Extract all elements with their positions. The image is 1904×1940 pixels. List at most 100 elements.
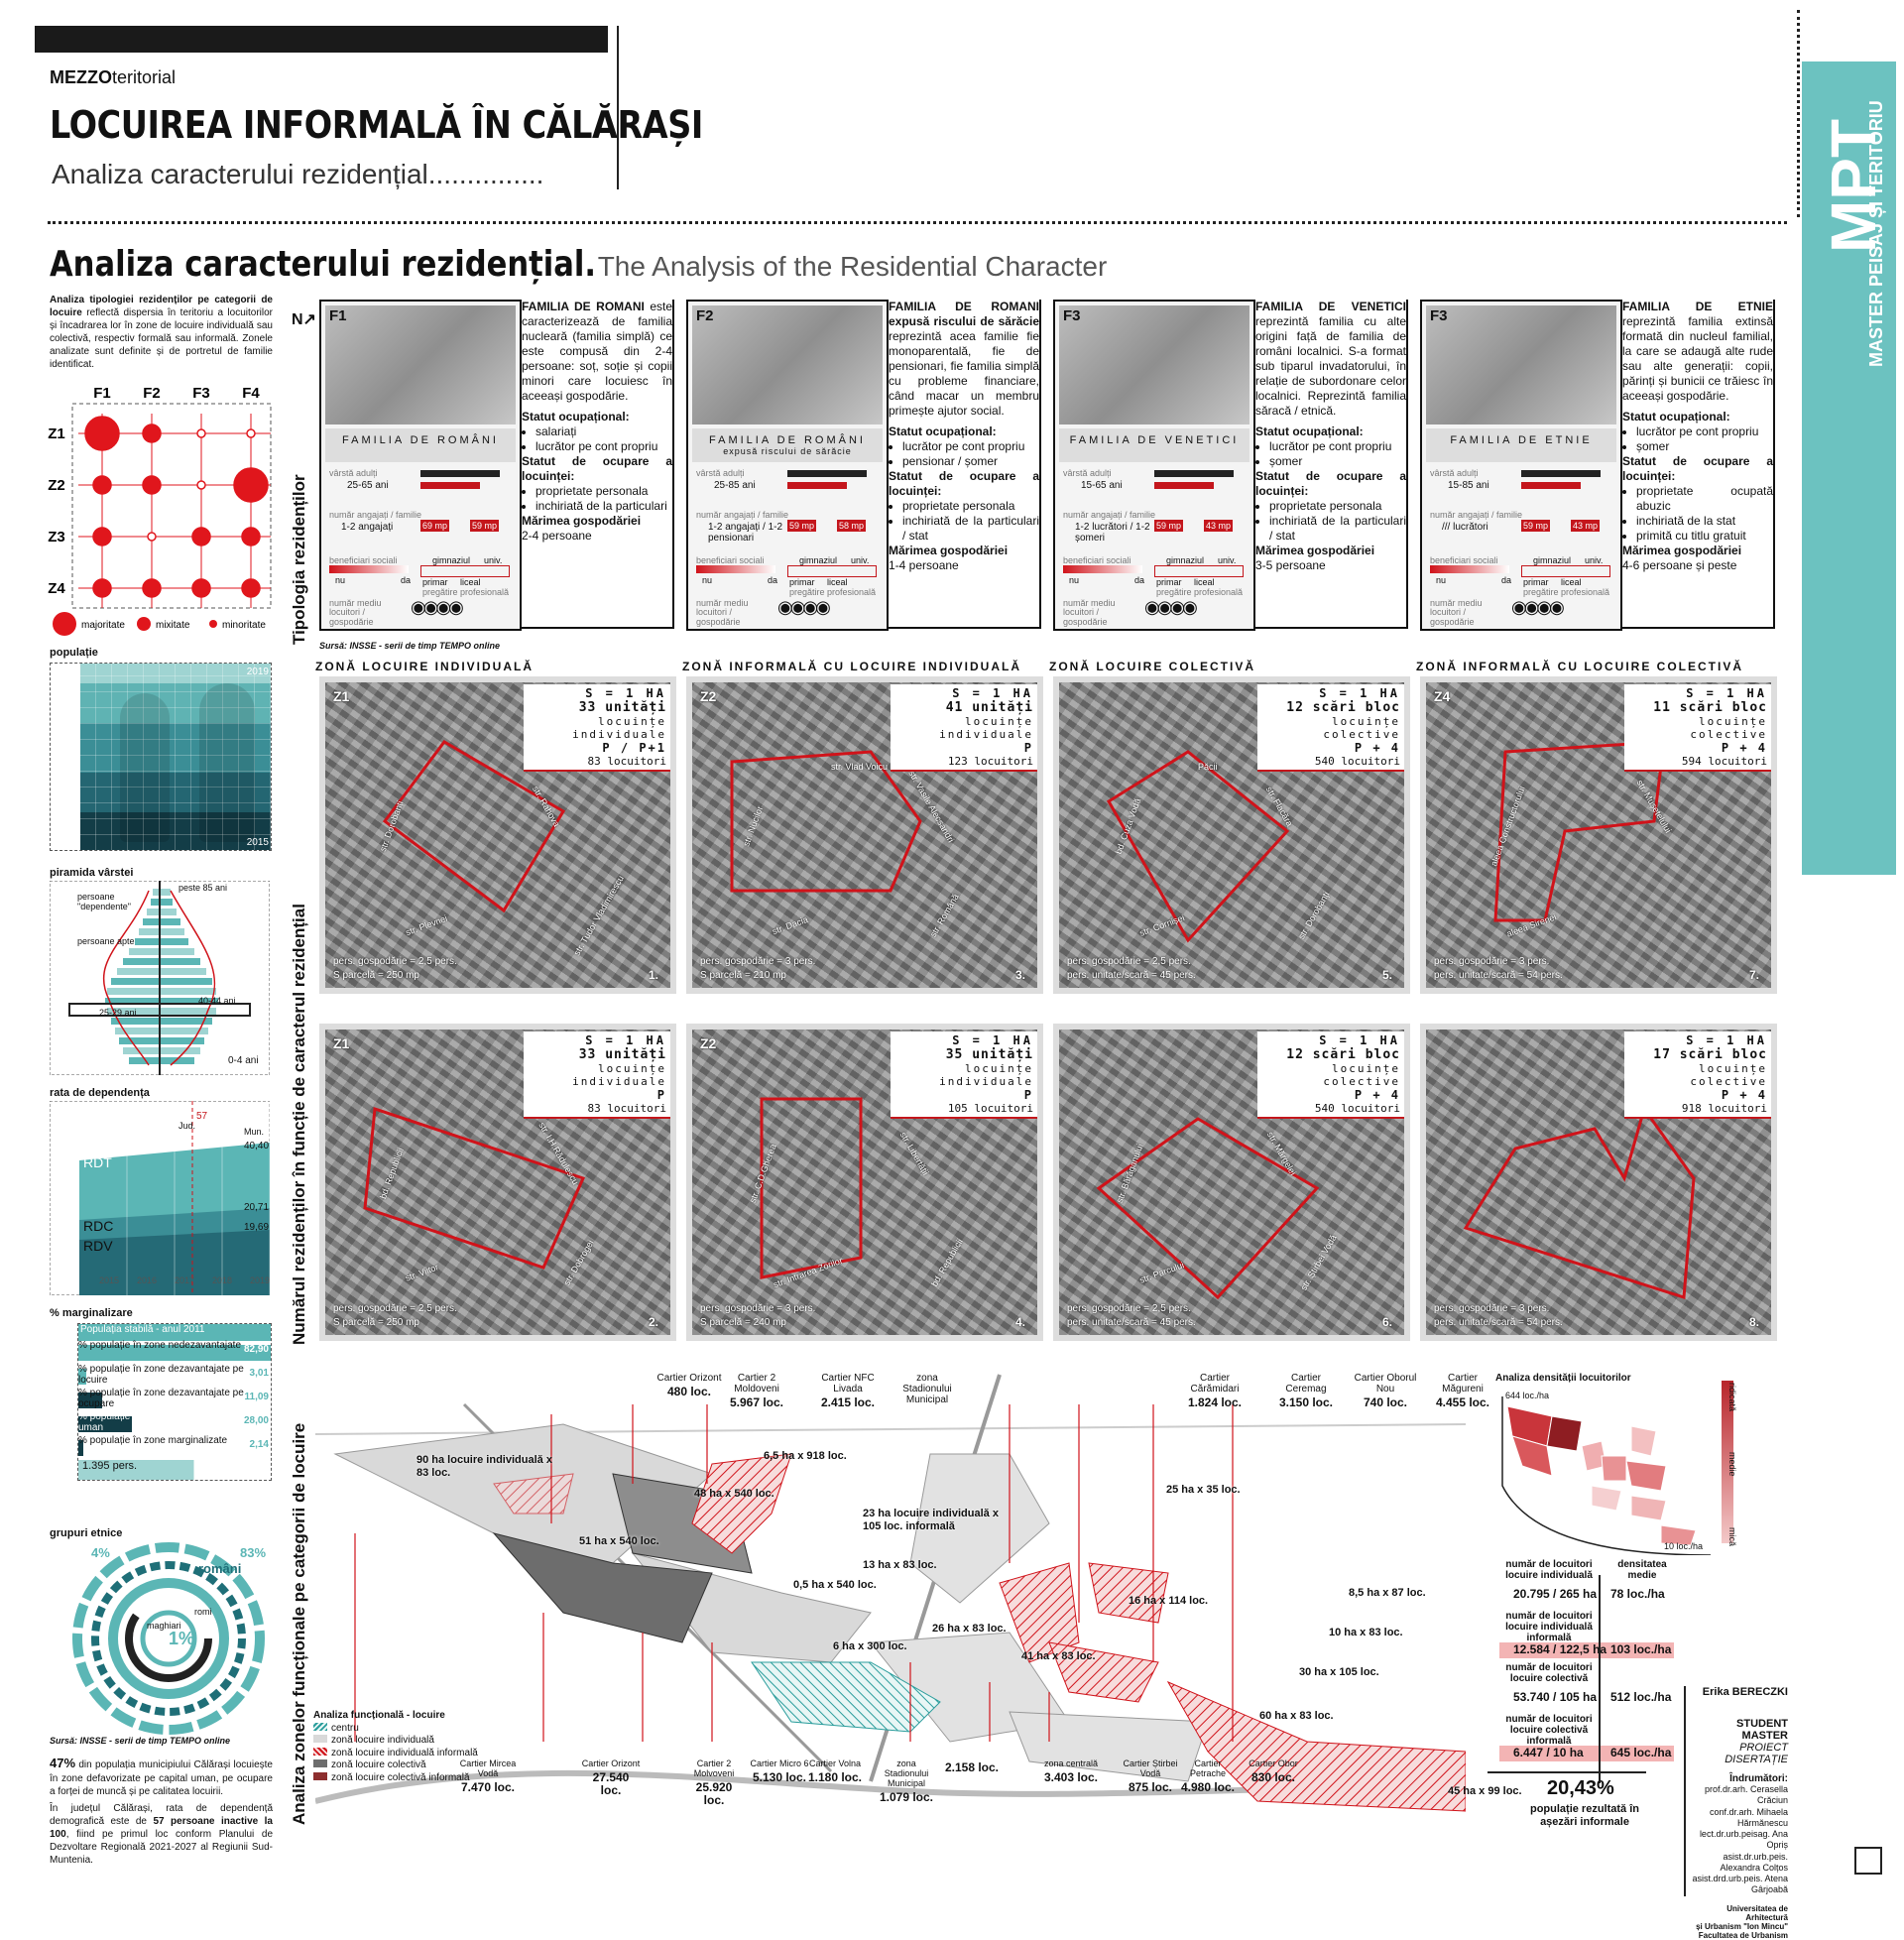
density-row-dens: 103 loc./ha (1610, 1643, 1671, 1656)
map-label-val: 480 loc. (654, 1386, 724, 1398)
matrix-row-label: Z1 (48, 425, 65, 442)
dependency-year: 2015 (99, 1275, 119, 1285)
dependency-marker: 57 (196, 1111, 207, 1122)
dotted-divider-vertical (1797, 10, 1800, 217)
pyramid-bar-left (143, 918, 159, 925)
credits-role: STUDENT MASTER (1691, 1718, 1788, 1742)
benefits-gradient (696, 565, 775, 573)
family-size: 1-4 persoane (889, 558, 1039, 573)
density-row: număr de locuitori locuire individuală i… (1499, 1611, 1678, 1643)
density-map (1492, 1387, 1750, 1555)
density-region (1547, 1416, 1582, 1451)
sidebar-source: Sursă: INSSE - serii de timp TEMPO onlin… (50, 1736, 230, 1746)
family-profile-panel: F2 FAMILIA DE ROMÂNI expusă riscului de … (686, 300, 889, 631)
population-chart: 2019 2015 (50, 663, 272, 851)
density-row-val: 12.584 / 122,5 ha (1513, 1643, 1606, 1656)
dotted-divider (48, 221, 1787, 224)
density-row-dens: 512 loc./ha (1610, 1691, 1671, 1704)
family-edu-1: gimnaziul (1533, 555, 1571, 565)
map-label-name: Cartier Ceremag (1271, 1373, 1341, 1394)
zone-num: 1. (649, 968, 658, 982)
credits-uni-line: Universitatea de Arhitectură (1691, 1904, 1788, 1922)
zone-pers: pers. gospodărie = 2,5 pers. (1067, 1303, 1191, 1314)
dependency-tag-jud: Jud. (178, 1121, 195, 1131)
zone-type: locuințe colective (1628, 715, 1767, 741)
family-profile-panel: F3 FAMILIA DE ETNIE vârstă adulți 15-85 … (1420, 300, 1622, 631)
map-label-name: Cartier Știrbei Vodă (1121, 1759, 1180, 1779)
map-label-name: Cartier Petrache (1178, 1759, 1238, 1779)
map-label-name: Cartier NFC Livada (813, 1373, 883, 1394)
family-size-title: Mărimea gospodăriei (1255, 544, 1406, 558)
map-label-val: 830 loc. (1244, 1771, 1303, 1784)
zone-stats: S = 1 HA 33 unități locuințe individuale… (524, 684, 670, 772)
density-pct-label: populație rezultată în așezări informale (1515, 1803, 1654, 1828)
family-tenure-title: Statut de ocupare a locuinței: (889, 469, 1039, 499)
pyramid-title: piramida vârstei (50, 867, 133, 879)
row-label-residents: Numărul rezidenților în funcție de carac… (290, 904, 309, 1345)
zone-num: 7. (1749, 968, 1759, 982)
family-edu-4: liceal (1561, 577, 1582, 587)
zone-code: Z2 (700, 688, 716, 704)
family-size-title: Mărimea gospodăriei (522, 514, 672, 529)
map-area-label: 48 ha x 540 loc. (694, 1488, 774, 1501)
family-status-list: lucrător pe cont propriupensionar / șome… (889, 439, 1039, 469)
zone-head-3: ZONĂ LOCUIRE COLECTIVĂ (1049, 660, 1255, 673)
population-year-2015: 2015 (247, 837, 269, 848)
pyramid-bar-right (161, 968, 206, 975)
map-label-val: 25.920 loc. (684, 1781, 744, 1807)
family-tenure-list: proprietate personalainchiriată de la pa… (1255, 499, 1406, 544)
zone-area: S = 1 HA (894, 686, 1033, 700)
family-code: F3 (1063, 307, 1081, 324)
matrix-legend-dot (53, 612, 76, 636)
edu-bar (420, 565, 510, 577)
pyramid-bar-right (161, 928, 184, 935)
family-employed: 1-2 angajați (341, 522, 420, 533)
benefits-gradient (1430, 565, 1509, 573)
credits-coord-title: Îndrumători: (1691, 1773, 1788, 1784)
family-desc: reprezintă familia extinsă formată din n… (1622, 314, 1773, 403)
dependency-label-rdc: RDC (83, 1218, 113, 1234)
map-legend-title: Analiza funcțională - locuire (313, 1710, 478, 1723)
family-desc: reprezintă acea familie fie monoparental… (889, 329, 1039, 418)
family-status-list: lucrător pe cont propriușomer (1622, 424, 1773, 454)
zone-type: locuințe colective (1261, 1062, 1400, 1088)
section-title-bold: Analiza caracterului rezidențial. (50, 244, 596, 285)
zone-code: Z1 (333, 1035, 349, 1051)
family-nu: nu (1436, 575, 1446, 585)
side-band-label: MASTER PEISAJ ȘI TERITORIU (1866, 100, 1887, 367)
ethnic-label-romani: români (198, 1561, 241, 1576)
map-area-label: 6,5 ha x 918 loc. (764, 1450, 847, 1463)
family-edu-4: liceal (1194, 577, 1215, 587)
map-label-val: 1.079 loc. (877, 1791, 936, 1804)
map-label-val: 2.415 loc. (813, 1396, 883, 1409)
family-card: F3 FAMILIA DE VENETICI vârstă adulți 15-… (1053, 300, 1408, 637)
family-description: FAMILIA DE ROMANI este caracterizează de… (522, 300, 674, 629)
map-legend-item: centru (313, 1723, 478, 1736)
map-area-label: 90 ha locuire individuală x 83 loc. (416, 1454, 565, 1479)
family-status-item: șomer (1636, 439, 1773, 454)
zone-pers: pers. gospodărie = 3 pers. (1434, 956, 1549, 967)
family-card: F2 FAMILIA DE ROMÂNI expusă riscului de … (686, 300, 1041, 637)
zone-s2: pers. unitate/scară = 54 pers. (1434, 970, 1563, 981)
family-size-label: număr mediu locuitori / gospodărie (696, 599, 775, 627)
pyramid-bar-left (117, 968, 159, 975)
marginal-row: % populație în zone dezavantajate pe ocu… (78, 1389, 271, 1412)
density-pct: 20,43% (1547, 1777, 1614, 1800)
marginal-label: 1.395 pers. (82, 1460, 137, 1472)
marginal-row: 1.395 pers. (78, 1460, 271, 1480)
zone-pers: pers. gospodărie = 3 pers. (700, 1303, 815, 1314)
zone-stats: S = 1 HA 17 scări bloc locuințe colectiv… (1624, 1031, 1771, 1119)
family-description: FAMILIA DE VENETICI reprezintă familia c… (1255, 300, 1408, 629)
pyramid-label-25: 25-29 ani (99, 1008, 137, 1018)
intro-text: Analiza tipologiei rezidenților pe categ… (50, 294, 273, 371)
matrix-dot (93, 528, 111, 546)
zone-pers: pers. gospodărie = 3 pers. (700, 956, 815, 967)
